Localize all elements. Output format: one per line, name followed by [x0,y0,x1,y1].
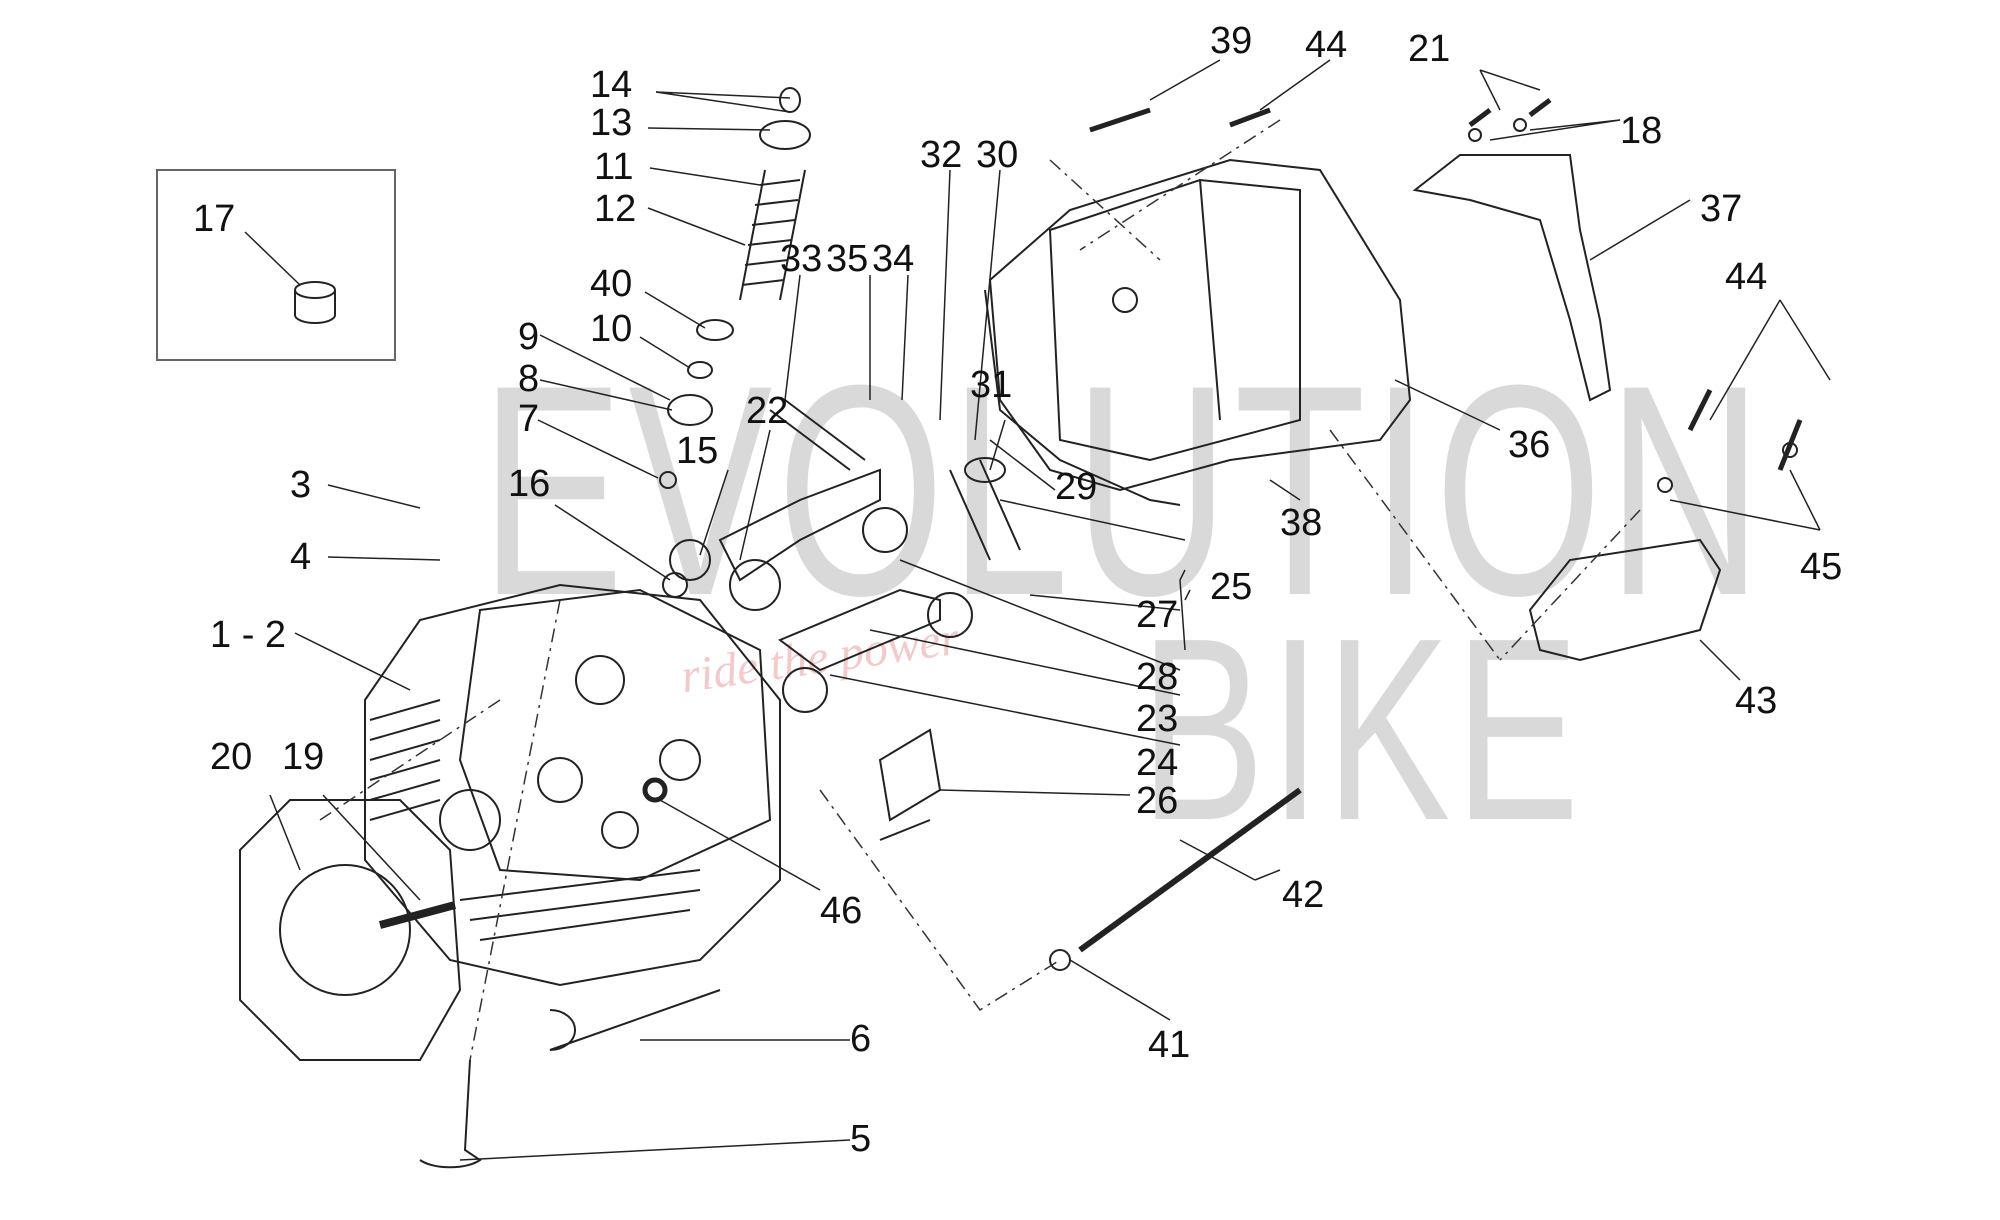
head-gasket [239,799,462,1061]
callout-22: 22 [746,390,789,432]
cylinder-head [364,583,781,987]
lifter-bracket [878,728,942,841]
callout-11: 11 [594,146,634,188]
callout-12: 12 [594,188,637,230]
callout-31: 31 [970,364,1013,406]
callout-39: 39 [1210,20,1253,62]
callout-43: 43 [1735,680,1778,722]
callout-25: 25 [1210,566,1253,608]
callout-5: 5 [850,1118,872,1160]
gasket-bore [279,864,411,996]
callout-40: 40 [590,263,633,305]
callout-17: 17 [193,198,236,240]
callout-24: 24 [1136,742,1179,784]
bolts-21 [1468,98,1552,127]
long-bolt-42 [1078,787,1302,953]
bolt-44 [1229,107,1271,128]
callout-44-right: 44 [1725,256,1768,298]
callout-18: 18 [1620,110,1663,152]
callout-9: 9 [518,316,540,358]
rocker-arms [662,468,973,713]
callout-29: 29 [1055,466,1098,508]
callout-19: 19 [282,736,325,778]
cover-gasket [984,289,1181,506]
valve-spring-stack [659,87,811,489]
callout-20: 20 [210,736,253,778]
callout-35: 35 [826,238,869,280]
callout-15: 15 [676,430,719,472]
shaft [949,459,1021,561]
callout-21: 21 [1408,28,1451,70]
callout-26: 26 [1136,780,1179,822]
bolt-39 [1089,107,1151,133]
watermark-bike: BIKE [1140,585,1584,875]
callout-37: 37 [1700,188,1743,230]
callout-1-2: 1 - 2 [210,614,287,656]
stud [378,901,457,929]
callout-32: 32 [920,134,963,176]
callout-28: 28 [1136,656,1179,698]
cover-plate [1528,538,1722,662]
intake-valve [419,1059,482,1169]
callout-4: 4 [290,536,312,578]
callout-27: 27 [1136,594,1179,636]
callout-14: 14 [590,64,633,106]
callout-30: 30 [976,134,1019,176]
callout-13: 13 [590,102,633,144]
inset-box [156,169,396,361]
callout-42: 42 [1282,874,1325,916]
callout-3: 3 [290,464,312,506]
callout-34: 34 [872,238,915,280]
rocker-cover [988,158,1412,492]
callout-45: 45 [1800,546,1843,588]
callout-41: 41 [1148,1024,1191,1066]
tappet-part [294,281,336,324]
callout-23: 23 [1136,698,1179,740]
callout-10: 10 [590,308,633,350]
callout-16: 16 [508,463,551,505]
callout-7: 7 [518,398,540,440]
cover-bracket [1412,154,1612,402]
pushrod [769,399,866,471]
callout-33: 33 [780,238,823,280]
callout-36: 36 [1508,424,1551,466]
callout-8: 8 [518,358,540,400]
callout-44-top: 44 [1305,24,1348,66]
bolts-44-right [1687,388,1803,471]
exhaust-valve [549,989,721,1051]
callout-46: 46 [820,890,863,932]
callout-38: 38 [1280,502,1323,544]
callout-6: 6 [850,1018,872,1060]
